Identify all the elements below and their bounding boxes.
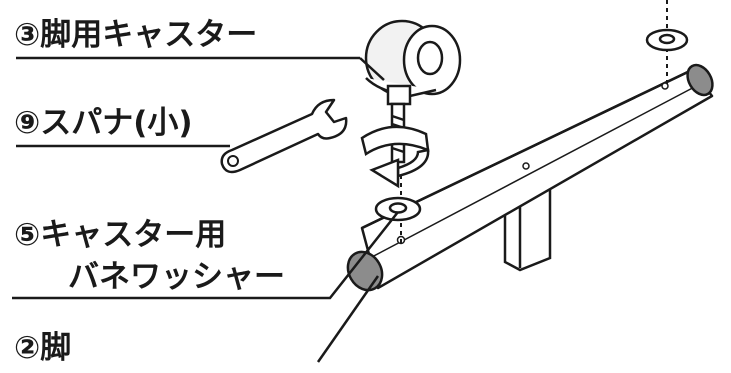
leg-bar-end-cap-right — [686, 63, 714, 97]
washer-right — [645, 28, 689, 52]
rotation-arrow — [360, 125, 430, 189]
leader-lines — [12, 56, 399, 363]
leg-bar — [346, 63, 714, 292]
washer-caster — [374, 196, 422, 222]
label-caster: ③脚用キャスター — [14, 17, 258, 53]
spanner — [220, 98, 348, 174]
label-spanner: ⑨スパナ(小) — [14, 105, 193, 141]
label-leg: ②脚 — [14, 330, 72, 366]
label-washer-line1: ⑤キャスター用 — [14, 217, 227, 253]
label-washer-line2: バネワッシャー — [68, 259, 285, 295]
